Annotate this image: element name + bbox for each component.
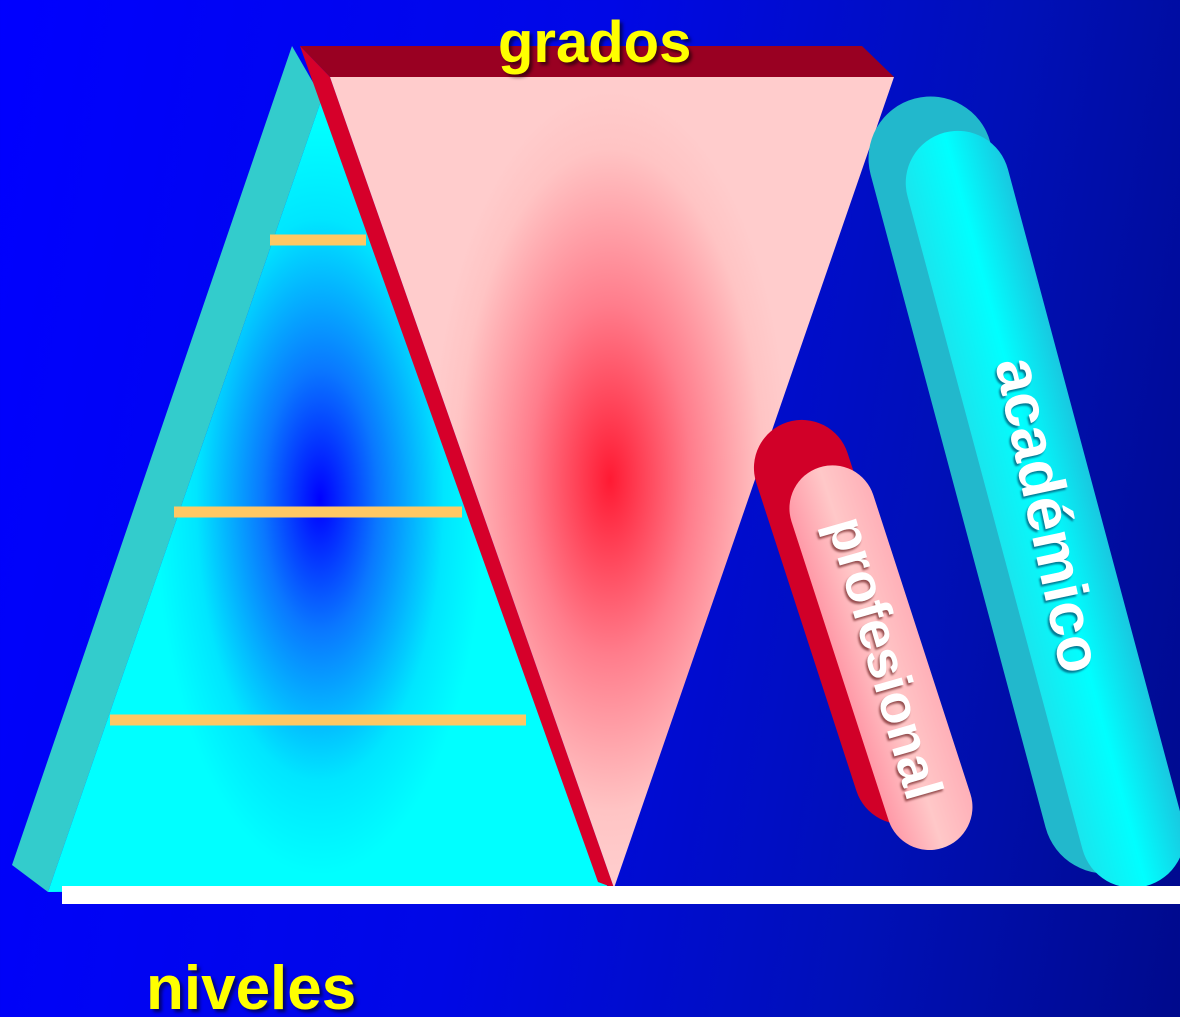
profesional-capsule [753, 419, 973, 851]
inverted-triangle-front-face [330, 77, 894, 888]
label-niveles: niveles [146, 954, 357, 1017]
inverted-triangle-edge [300, 46, 614, 888]
pyramid-side-face [12, 46, 322, 892]
label-grados: grados [498, 10, 692, 75]
baseline [62, 886, 1180, 904]
inverted-triangle [300, 46, 894, 888]
academico-capsule [868, 96, 1180, 888]
academico-capsule-face [905, 130, 1180, 888]
profesional-capsule-face [789, 465, 973, 851]
pyramid-front-face [48, 98, 608, 892]
pyramid [12, 46, 608, 892]
inverted-triangle-top-face [300, 46, 894, 77]
